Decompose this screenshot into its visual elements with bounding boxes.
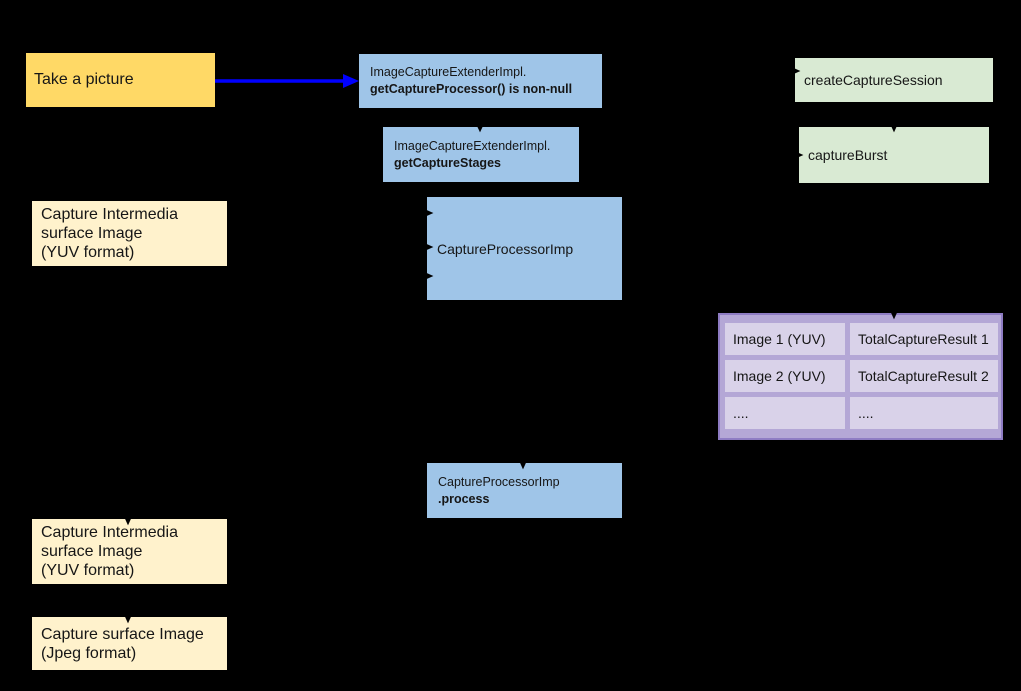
arrow-yuv-top-to-yuv-bottom	[121, 266, 135, 526]
node-capture-surface-jpeg: Capture surface Image (Jpeg format)	[32, 617, 227, 670]
node-capture-processor-process: CaptureProcessorImp .process	[427, 463, 622, 518]
table-cell-text: Image 2 (YUV)	[733, 368, 826, 384]
node-label: CaptureProcessorImp	[437, 240, 574, 257]
table-cell-text: ....	[858, 405, 874, 421]
table-cell: ....	[725, 397, 845, 429]
arrow-yuv-top-to-processor	[227, 206, 434, 220]
node-capture-intermedia-surface-top: Capture Intermedia surface Image (YUV fo…	[32, 201, 227, 266]
node-label-line1: Capture Intermedia	[41, 524, 178, 541]
node-label-line2: .process	[438, 491, 490, 506]
node-label-line2: getCaptureProcessor() is non-null	[370, 82, 573, 96]
table-cell-text: TotalCaptureResult 1	[858, 331, 989, 347]
arrow-get-stages-to-capture-burst	[579, 148, 804, 162]
node-label-line2: (Jpeg format)	[41, 644, 137, 662]
node-label-line1: Capture Intermedia	[41, 206, 178, 223]
node-label-line3: (YUV format)	[41, 562, 135, 579]
table-cell: Image 2 (YUV)	[725, 360, 845, 392]
arrow-processor-to-process	[516, 300, 530, 470]
table-cell-text: TotalCaptureResult 2	[858, 368, 989, 384]
node-label: Take a picture	[34, 71, 134, 88]
table-cell-text: Image 1 (YUV)	[733, 331, 826, 347]
arrow-create-session-to-capture-burst	[887, 102, 901, 133]
burst-results-table: Image 1 (YUV) TotalCaptureResult 1 Image…	[718, 313, 1003, 440]
node-create-capture-session: createCaptureSession	[795, 58, 993, 102]
table-cell-text: ....	[733, 405, 749, 421]
node-capture-burst: captureBurst	[799, 127, 989, 183]
arrow-capture-burst-to-table	[887, 183, 901, 320]
arrow-into-processor-low	[345, 269, 434, 283]
node-label-line1: ImageCaptureExtenderImpl.	[370, 65, 527, 79]
node-label-line2: surface Image	[41, 543, 143, 560]
arrow-take-picture-to-get-processor	[215, 74, 359, 88]
node-capture-processor-imp: CaptureProcessorImp	[427, 197, 622, 300]
node-label-line1: ImageCaptureExtenderImpl.	[394, 138, 551, 153]
node-label: captureBurst	[808, 147, 888, 163]
node-get-capture-stages: ImageCaptureExtenderImpl. getCaptureStag…	[383, 127, 579, 182]
table-cell: Image 1 (YUV)	[725, 323, 845, 355]
node-label-line2: getCaptureStages	[394, 155, 501, 170]
table-cell: ....	[850, 397, 998, 429]
arrow-into-processor-mid	[345, 240, 434, 254]
node-label-line1: Capture surface Image	[41, 625, 204, 643]
node-capture-intermedia-surface-bottom: Capture Intermedia surface Image (YUV fo…	[32, 519, 227, 584]
node-label-line2: surface Image	[41, 225, 143, 242]
table-cell: TotalCaptureResult 2	[850, 360, 998, 392]
node-label-line3: (YUV format)	[41, 244, 135, 261]
arrow-get-processor-to-create-session	[602, 64, 801, 78]
table-cell: TotalCaptureResult 1	[850, 323, 998, 355]
node-take-a-picture: Take a picture	[26, 53, 215, 107]
node-label: createCaptureSession	[804, 72, 943, 88]
node-label-line1: CaptureProcessorImp	[438, 474, 560, 489]
node-get-capture-processor: ImageCaptureExtenderImpl. getCaptureProc…	[359, 54, 602, 108]
arrow-yuv-bottom-to-jpeg	[121, 584, 135, 624]
